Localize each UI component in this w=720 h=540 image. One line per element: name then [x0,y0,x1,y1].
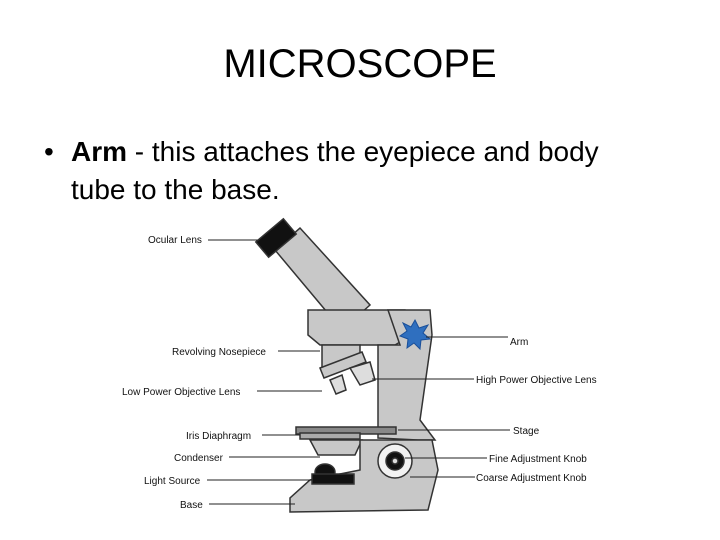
arm-highlight-star [398,318,432,351]
high-power-objective [348,361,376,386]
objective-tip-low [329,373,347,395]
knob-center [391,457,399,465]
stage-clip [299,432,361,440]
low-power-objective [319,351,367,379]
bullet-term: Arm [71,136,128,167]
label-iris-diaphragm: Iris Diaphragm [186,431,251,442]
label-ocular-lens: Ocular Lens [148,235,202,246]
label-stage: Stage [513,426,540,437]
label-fine-adjustment: Fine Adjustment Knob [489,454,587,465]
label-arm: Arm [510,337,528,348]
label-base: Base [180,500,203,511]
bullet-text: Arm - this attaches the eyepiece and bod… [71,133,651,209]
bullet-marker: • [44,136,54,167]
microscope-drawing [254,217,439,513]
eyepiece [254,217,298,259]
label-low-power-objective: Low Power Objective Lens [122,387,240,398]
label-revolving-nosepiece: Revolving Nosepiece [172,347,266,358]
condenser-shape [308,439,364,456]
label-coarse-adjustment: Coarse Adjustment Knob [476,473,587,484]
label-high-power-objective: High Power Objective Lens [476,375,597,386]
label-condenser: Condenser [174,453,224,464]
label-light-source: Light Source [144,476,201,487]
bullet-description: - this attaches the eyepiece and body tu… [71,136,599,205]
slide-title: MICROSCOPE [223,42,497,86]
leader-lines [207,239,510,505]
light-source-housing [311,473,355,485]
